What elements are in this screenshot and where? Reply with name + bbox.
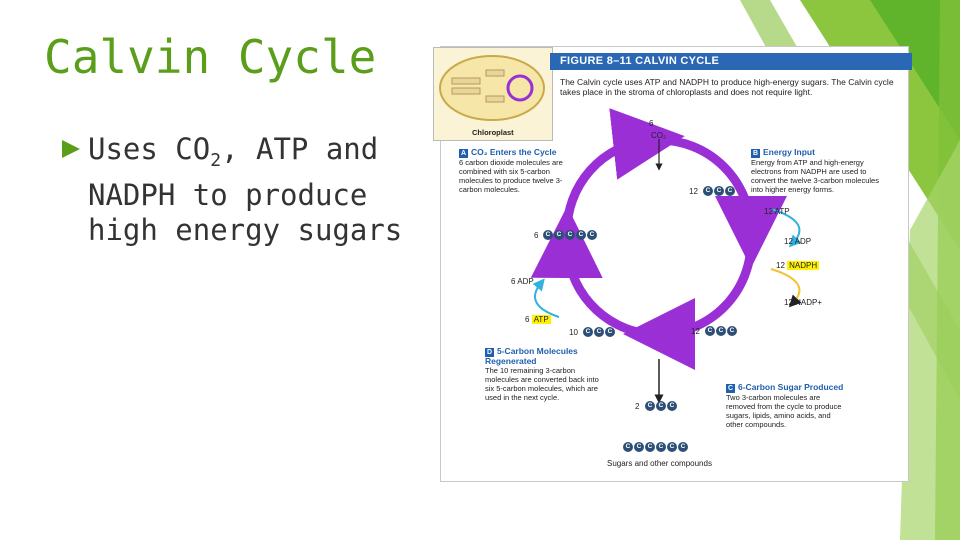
left-atp-to-adp-arrow (532, 278, 560, 318)
cycle-arrow-bottom-left (530, 206, 650, 339)
co2-count: 6 (649, 119, 654, 128)
figure-intro: The Calvin cycle uses ATP and NADPH to p… (560, 77, 894, 97)
chloroplast-icon (439, 55, 545, 121)
step-a-head: CO₂ Enters the Cycle (471, 147, 557, 157)
nadph-in-label: 12 NADPH (776, 261, 820, 270)
left-atp-label: 6 ATP (525, 315, 551, 324)
atp-to-adp-arrow (770, 208, 802, 248)
step-d-body: The 10 remaining 3-carbon molecules are … (485, 366, 599, 402)
step-d-head: 5-Carbon Molecules Regenerated (485, 346, 578, 366)
cycle-arrow-top-left (562, 108, 685, 233)
chloroplast-inset: Chloroplast (433, 47, 553, 141)
bullet-line3: high energy sugars (88, 212, 403, 247)
step-a-letter: A (459, 149, 468, 158)
sugars-label: Sugars and other compounds (607, 459, 712, 468)
bullet-arrow-icon (62, 140, 80, 158)
cycle-arrow-bottom-right (623, 241, 756, 370)
atp-in-label: 12 ATP (764, 207, 790, 216)
nadph-to-nadp-arrow (770, 268, 802, 308)
bullet-line2: NADPH to produce (88, 177, 368, 212)
bullet-subscript: 2 (210, 149, 222, 171)
calvin-cycle-figure: Chloroplast FIGURE 8–11 CALVIN CYCLE The… (433, 46, 912, 482)
co2-label: CO₂ (651, 131, 667, 140)
bottom-right-count: 12 (691, 327, 700, 336)
adp-out-label: 12 ADP (784, 237, 812, 246)
bullet-line1-prefix: Uses CO (88, 132, 211, 166)
six-count: 6 (534, 231, 539, 240)
step-c-letter: C (726, 384, 735, 393)
slide-title: Calvin Cycle (44, 30, 377, 84)
left-adp-label: 6 ADP (511, 277, 534, 286)
step-c-body: Two 3-carbon molecules are removed from … (726, 393, 842, 429)
two-count: 2 (635, 402, 640, 411)
figure-header: FIGURE 8–11 CALVIN CYCLE (550, 53, 912, 70)
ten-count: 10 (569, 328, 578, 337)
chloroplast-label: Chloroplast (472, 128, 514, 137)
step-a-body: 6 carbon dioxide molecules are combined … (459, 158, 563, 194)
step-b-head: Energy Input (763, 147, 815, 157)
step-b-body: Energy from ATP and high-energy electron… (751, 158, 879, 194)
cycle-diagram (530, 108, 802, 404)
top-count: 12 (689, 187, 698, 196)
step-d-letter: D (485, 348, 494, 357)
step-b-letter: B (751, 149, 760, 158)
bullet-line1-suffix: , ATP and (221, 132, 379, 166)
nadp-out-label: 12 NADP+ (784, 298, 823, 307)
bullet-item: Uses CO2, ATP and NADPH to produce high … (62, 132, 422, 248)
step-c-head: 6-Carbon Sugar Produced (738, 382, 844, 392)
